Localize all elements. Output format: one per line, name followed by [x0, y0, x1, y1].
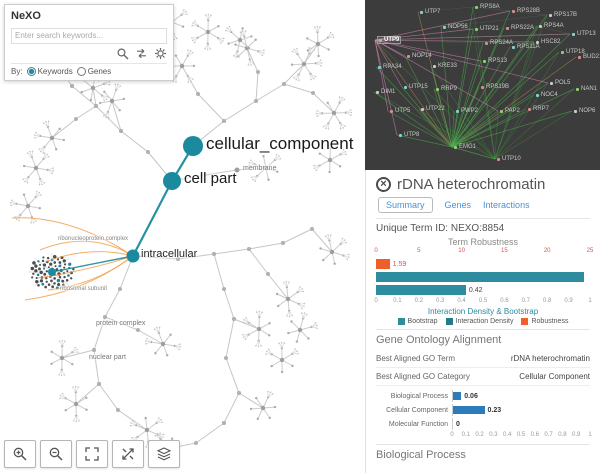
network-node[interactable]: UTP13 [572, 31, 596, 37]
legend-robustness: Robustness [521, 318, 568, 325]
network-node[interactable]: UTP7 [420, 9, 440, 15]
expand-diagonal-button[interactable] [112, 440, 144, 468]
tree-node-nuclear-part[interactable]: nuclear part [89, 354, 126, 361]
network-node[interactable]: BUD21 [578, 54, 600, 60]
legend-bootstrap: Bootstrap [397, 318, 438, 325]
app-title: NeXO [11, 10, 41, 22]
network-node[interactable]: RPS19B [481, 84, 509, 90]
network-node[interactable]: NOP14 [407, 53, 432, 59]
bootstrap-bar [376, 272, 584, 282]
zoom-fit-button[interactable] [76, 440, 108, 468]
robustness-swatch [521, 318, 529, 325]
network-node[interactable]: EMG1 [454, 144, 476, 150]
by-label: By: [11, 66, 23, 76]
network-node[interactable]: UTP21 [475, 26, 499, 32]
layers-button[interactable] [148, 440, 180, 468]
network-node[interactable]: RPS17B [549, 12, 577, 18]
density-swatch [445, 318, 453, 325]
network-node[interactable]: RPS4A [539, 23, 564, 29]
tree-node-protein-complex[interactable]: protein complex [96, 320, 146, 327]
network-node[interactable]: RPS28B [512, 8, 540, 14]
robustness-axis-label: Interaction Density & Bootstrap [427, 307, 539, 316]
chart-legend: Bootstrap Interaction Density Robustness [376, 318, 590, 325]
zoom-in-button[interactable] [4, 440, 36, 468]
refresh-icon[interactable] [135, 47, 148, 60]
go-category-row: Best Aligned GO Category Cellular Compon… [376, 368, 590, 386]
zoom-out-button[interactable] [40, 440, 72, 468]
map-toolbar [4, 440, 180, 468]
term-title: rDNA heterochromatin [397, 176, 546, 193]
network-node[interactable]: NOP6 [574, 108, 595, 114]
go-term-row: Best Aligned GO Term rDNA heterochromati… [376, 350, 590, 368]
tab-genes[interactable]: Genes [444, 200, 472, 210]
network-panel[interactable]: UTP7 RPS8A RPS28B RPS17B NOP56 UTP21 RPS22A RPS… [365, 0, 600, 170]
ontology-tree-panel[interactable]: mitochondrial part cellular_component ce… [0, 0, 365, 473]
tree-node-cell-part[interactable]: cell part [184, 170, 237, 187]
network-node[interactable]: NAN1 [576, 86, 597, 92]
tree-node-ribosomal-subunit[interactable]: ribosomal subunit [60, 286, 108, 292]
network-node[interactable]: RPS8A [475, 4, 500, 10]
network-node[interactable]: UTP8 [399, 132, 419, 138]
network-node[interactable]: RPS13 [483, 58, 507, 64]
network-node[interactable]: RRP9 [436, 86, 457, 92]
network-node[interactable]: UTP5 [390, 108, 410, 114]
tree-labels: mitochondrial part cellular_component ce… [54, 75, 354, 361]
radio-genes[interactable]: Genes [76, 66, 111, 76]
network-node[interactable]: NOP56 [443, 24, 468, 30]
network-node[interactable]: KRE33 [433, 63, 457, 69]
robustness-chart-title: Term Robustness [447, 237, 519, 247]
tree-node-membrane[interactable]: membrane [243, 165, 277, 172]
tree-node-ribonucleoprotein-complex[interactable]: ribonucleoprotein complex [58, 236, 129, 242]
search-input[interactable] [11, 27, 167, 44]
tab-summary[interactable]: Summary [378, 197, 433, 213]
network-node[interactable]: RPS24A [485, 40, 513, 46]
network-node[interactable]: UTP18 [561, 49, 585, 55]
tree-node-cellular-component[interactable]: cellular_component [206, 134, 354, 153]
bootstrap-swatch [397, 318, 405, 325]
network-node[interactable]: POL5 [550, 80, 570, 86]
density-value: 0.42 [468, 286, 483, 294]
settings-gear-icon[interactable] [154, 47, 167, 60]
network-node[interactable]: UTP9 [377, 36, 402, 44]
network-node[interactable]: RPS11A [512, 44, 540, 50]
tab-bar: Summary Genes Interactions [378, 197, 590, 213]
legend-interaction-density: Interaction Density [445, 318, 513, 325]
robustness-bar [376, 259, 390, 269]
term-detail-panel: × rDNA heterochromatin Summary Genes Int… [365, 170, 600, 473]
network-node[interactable]: UTP15 [404, 84, 428, 90]
radio-keywords[interactable]: Keywords [26, 66, 73, 76]
go-alignment-title: Gene Ontology Alignment [376, 334, 502, 346]
unique-term-id: Unique Term ID: NEXO:8854 [376, 223, 505, 234]
network-node[interactable]: RPA34 [378, 64, 402, 70]
network-node[interactable]: HSC82 [536, 39, 560, 45]
network-node[interactable]: RRP7 [528, 106, 549, 112]
robustness-value: 1.59 [392, 260, 407, 268]
network-node[interactable]: PAP2 [500, 108, 520, 114]
genes-radio[interactable] [76, 66, 86, 76]
search-icon[interactable] [116, 47, 129, 60]
search-mode-row: By: Keywords Genes [11, 62, 167, 76]
network-node[interactable]: DIM1 [376, 89, 395, 95]
close-icon[interactable]: × [376, 177, 391, 192]
go-category-chart: Biological Process 0.06 Cellular Compone… [376, 390, 592, 440]
search-card: NeXO By: Keywords [4, 4, 174, 81]
network-edges [373, 6, 577, 160]
tree-node-intracellular[interactable]: intracellular [141, 248, 198, 260]
network-node[interactable]: UTP22 [421, 106, 445, 112]
keywords-radio[interactable] [26, 66, 36, 76]
network-node[interactable]: PWP2 [456, 108, 478, 114]
biological-process-title: Biological Process [376, 449, 466, 461]
network-node[interactable]: RPS22A [506, 25, 534, 31]
network-node[interactable]: NOC4 [536, 92, 558, 98]
tab-interactions[interactable]: Interactions [483, 200, 530, 210]
density-bar [376, 285, 466, 295]
network-node[interactable]: UTP10 [497, 156, 521, 162]
